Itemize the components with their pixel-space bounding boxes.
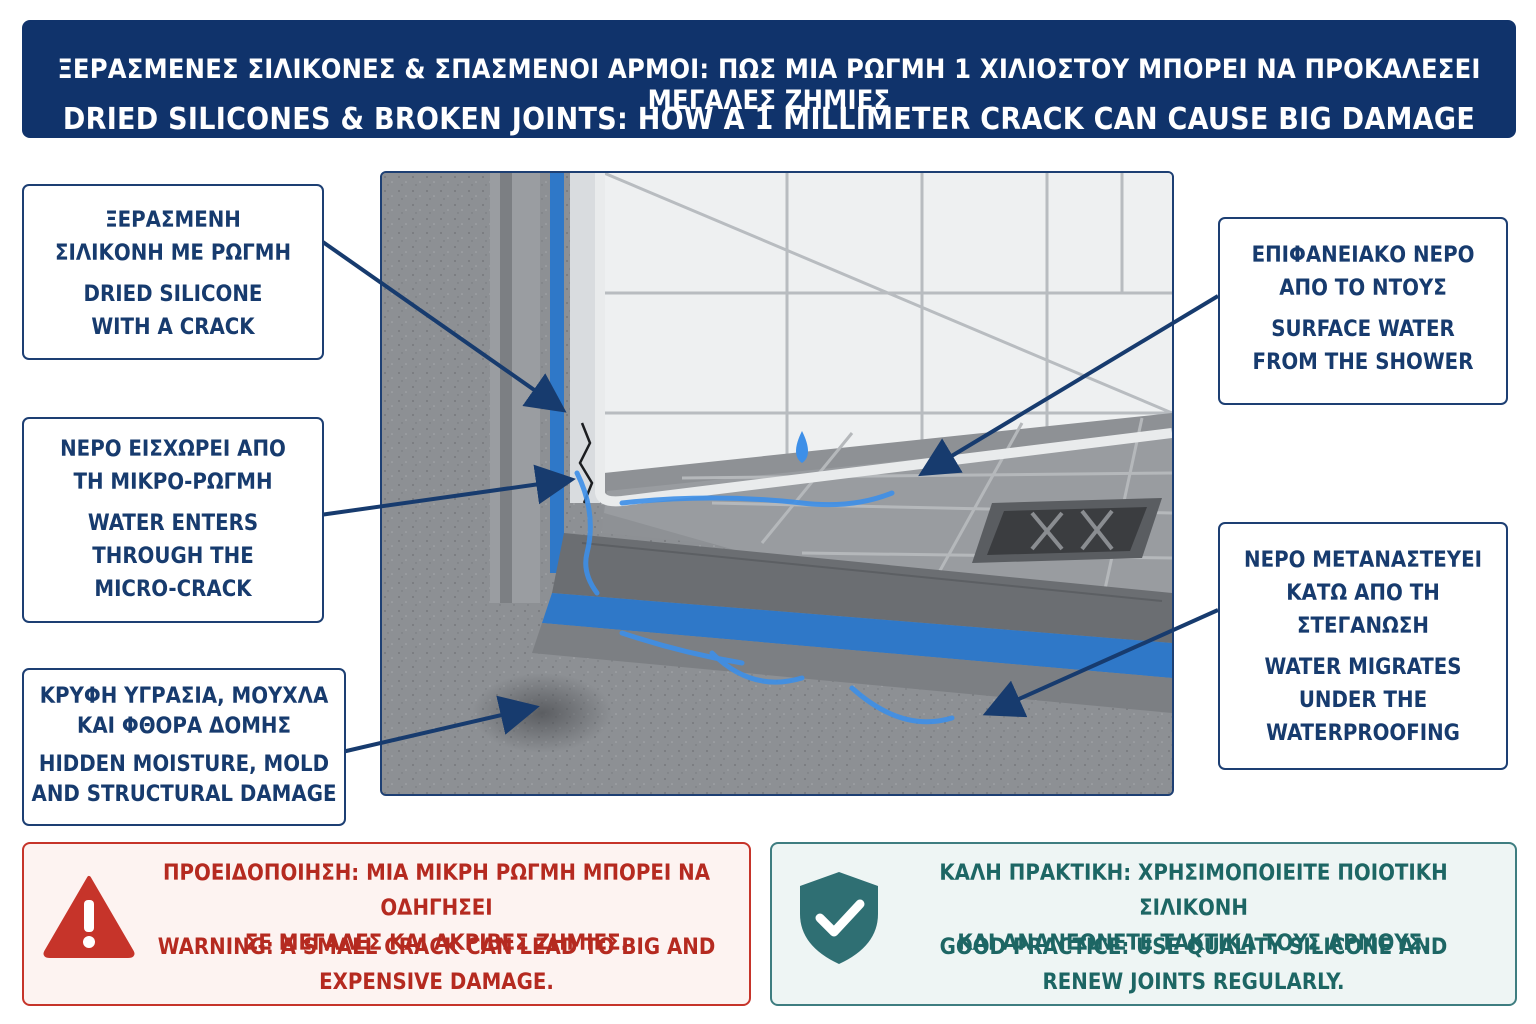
good-practice-panel: ΚΑΛΗ ΠΡΑΚΤΙΚΗ: ΧΡΗΣΙΜΟΠΟΙΕΙΤΕ ΠΟΙΟΤΙΚΗ Σ… [770,842,1517,1006]
title-greek: ΞΕΡΑΣΜΕΝΕΣ ΣΙΛΙΚΟΝΕΣ & ΣΠΑΣΜΕΝΟΙ ΑΡΜΟΙ: … [57,54,1481,116]
callout-english: WATER ENTERS THROUGH THE MICRO-CRACK [87,511,259,602]
arrow-to-surface-water [918,294,1220,477]
callout-greek: ΝΕΡΟ ΜΕΤΑΝΑΣΤΕΥΕΙ ΚΑΤΩ ΑΠΟ ΤΗ ΣΤΕΓΑΝΩΣΗ [1244,548,1482,639]
callout-hidden-moisture: ΚΡΥΦΗ ΥΓΡΑΣΙΑ, ΜΟΥΧΛΑ ΚΑΙ ΦΘΟΡΑ ΔΟΜΗΣ HI… [22,668,346,826]
warning-triangle-icon [43,876,135,958]
good-practice-english: GOOD PRACTICE: USE QUALITY SILICONE AND … [939,935,1448,995]
callout-water-migrates: ΝΕΡΟ ΜΕΤΑΝΑΣΤΕΥΕΙ ΚΑΤΩ ΑΠΟ ΤΗ ΣΤΕΓΑΝΩΣΗ … [1218,522,1508,770]
title-banner: ΞΕΡΑΣΜΕΝΕΣ ΣΙΛΙΚΟΝΕΣ & ΣΠΑΣΜΕΝΟΙ ΑΡΜΟΙ: … [22,20,1516,138]
arrow-to-mold [341,695,540,754]
callout-english: DRIED SILICONE WITH A CRACK [83,282,263,340]
callout-english: WATER MIGRATES UNDER THE WATERPROOFING [1264,655,1462,746]
callout-english: SURFACE WATER FROM THE SHOWER [1252,317,1474,375]
title-english: DRIED SILICONES & BROKEN JOINTS: HOW A 1… [62,102,1476,137]
callout-surface-water: ΕΠΙΦΑΝΕΙΑΚΟ ΝΕΡΟ ΑΠΟ ΤΟ ΝΤΟΥΣ SURFACE WA… [1218,217,1508,405]
shower-cross-section-illustration [380,171,1174,796]
callout-english: HIDDEN MOISTURE, MOLD AND STRUCTURAL DAM… [31,752,337,807]
good-practice-greek: ΚΑΛΗ ΠΡΑΚΤΙΚΗ: ΧΡΗΣΙΜΟΠΟΙΕΙΤΕ ΠΟΙΟΤΙΚΗ Σ… [939,861,1448,956]
arrow-to-crack [318,238,567,413]
callout-greek: ΝΕΡΟ ΕΙΣΧΩΡΕΙ ΑΠΟ ΤΗ ΜΙΚΡΟ-ΡΩΓΜΗ [60,437,286,495]
warning-english: WARNING: A SMALL CRACK CAN LEAD TO BIG A… [157,935,716,995]
warning-greek: ΠΡΟΕΙΔΟΠΟΙΗΣΗ: ΜΙΑ ΜΙΚΡΗ ΡΩΓΜΗ ΜΠΟΡΕΙ ΝΑ… [162,861,711,956]
callout-greek: ΕΠΙΦΑΝΕΙΑΚΟ ΝΕΡΟ ΑΠΟ ΤΟ ΝΤΟΥΣ [1251,243,1475,301]
callout-greek: ΞΕΡΑΣΜΕΝΗ ΣΙΛΙΚΟΝΗ ΜΕ ΡΩΓΜΗ [54,208,292,266]
callout-greek: ΚΡΥΦΗ ΥΓΡΑΣΙΑ, ΜΟΥΧΛΑ ΚΑΙ ΦΘΟΡΑ ΔΟΜΗΣ [39,684,329,739]
warning-panel: ΠΡΟΕΙΔΟΠΟΙΗΣΗ: ΜΙΑ ΜΙΚΡΗ ΡΩΓΜΗ ΜΠΟΡΕΙ ΝΑ… [22,842,751,1006]
shield-check-icon [800,872,878,964]
arrow-to-micro-crack [319,464,576,517]
callout-dried-silicone: ΞΕΡΑΣΜΕΝΗ ΣΙΛΙΚΟΝΗ ΜΕ ΡΩΓΜΗ DRIED SILICO… [22,184,324,360]
callout-water-enters: ΝΕΡΟ ΕΙΣΧΩΡΕΙ ΑΠΟ ΤΗ ΜΙΚΡΟ-ΡΩΓΜΗ WATER E… [22,417,324,623]
arrow-to-migrating-water [982,608,1219,718]
